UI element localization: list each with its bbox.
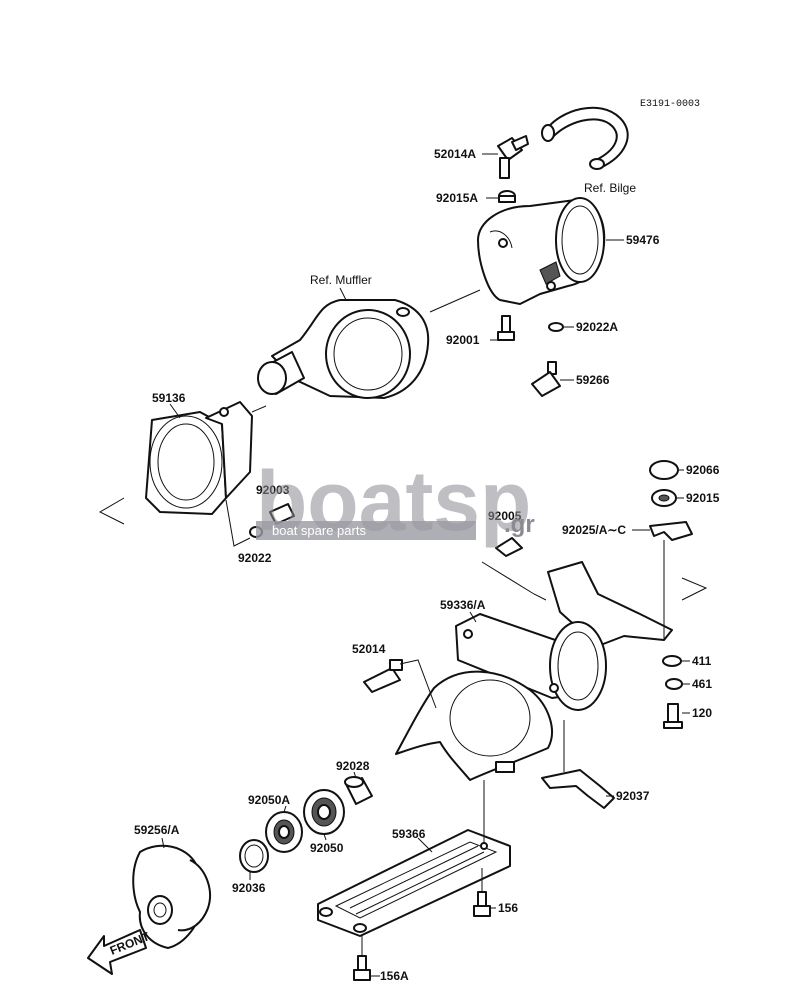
fitting-59266 [531, 361, 561, 397]
leader-52014 [399, 659, 437, 709]
label-92037: 92037 [616, 789, 650, 803]
label-59266: 59266 [576, 373, 610, 387]
label-156A: 156A [380, 969, 409, 983]
washer-411 [662, 655, 682, 667]
diagram-code: E3191-0003 [640, 99, 700, 110]
muffler [257, 299, 430, 399]
plate-59366 [317, 829, 511, 937]
direction-mark-left [98, 497, 125, 525]
bilge-hose [541, 106, 629, 170]
fitting-52014A [497, 135, 529, 179]
leader-59136 [169, 403, 181, 419]
align-line-59136 [251, 405, 267, 413]
leader-92028 [353, 771, 357, 779]
label-92025: 92025/A∼C [562, 523, 626, 537]
leader-59366 [417, 837, 433, 853]
label-92015A: 92015A [436, 191, 478, 205]
leader-92005 [481, 561, 547, 601]
shim-92025 [649, 521, 693, 541]
label-92022A: 92022A [576, 320, 618, 334]
label-92066: 92066 [686, 463, 720, 477]
pump-cover-59136 [145, 401, 253, 515]
label-52014: 52014 [352, 642, 386, 656]
label-92022: 92022 [238, 551, 272, 565]
bolt-92001 [497, 315, 515, 341]
label-92036: 92036 [232, 881, 266, 895]
label-411: 411 [692, 654, 712, 668]
bolt-156 [473, 891, 491, 917]
align-line-muffler [429, 289, 481, 313]
label-92028: 92028 [336, 759, 370, 773]
fitting-92005 [495, 537, 523, 557]
watermark-tagline: boat spare parts [272, 523, 366, 538]
ref-bilge-label: Ref. Bilge [584, 181, 636, 195]
washer-461 [665, 678, 683, 690]
washer-92022A [548, 322, 564, 332]
label-59366: 59366 [392, 827, 426, 841]
label-92050: 92050 [310, 841, 344, 855]
washer-92015A [498, 190, 516, 203]
front-arrow: FRONT [87, 929, 152, 975]
fitting-52014 [363, 659, 403, 693]
label-59336: 59336/A [440, 598, 486, 612]
label-92005: 92005 [488, 509, 522, 523]
ref-muffler-label: Ref. Muffler [310, 273, 372, 287]
leader-92050 [323, 833, 327, 841]
leader-92050A [283, 805, 287, 813]
label-92050A: 92050A [248, 793, 290, 807]
circlip-92036 [239, 839, 269, 873]
bearing-92050 [303, 789, 345, 835]
bracket-92037 [541, 769, 615, 809]
leader-92022 [225, 499, 251, 547]
bolt-92003 [269, 503, 295, 525]
direction-mark-right [681, 577, 708, 601]
label-92015: 92015 [686, 491, 720, 505]
label-59136: 59136 [152, 391, 186, 405]
grommet-92015 [651, 489, 677, 507]
impeller-59256 [132, 844, 211, 949]
label-59476: 59476 [626, 233, 660, 247]
label-52014A: 52014A [434, 147, 476, 161]
bolt-156A [353, 955, 371, 981]
bolt-120 [663, 703, 683, 729]
label-59256: 59256/A [134, 823, 180, 837]
label-461: 461 [692, 677, 712, 691]
leader-muffler [339, 287, 347, 301]
bushing-92028 [344, 776, 373, 805]
watermark: boatsp .gr boat spare parts [256, 454, 535, 548]
label-156: 156 [498, 901, 518, 915]
leader-59256 [161, 837, 165, 849]
label-92001: 92001 [446, 333, 480, 347]
housing-59476 [477, 197, 606, 305]
label-92003: 92003 [256, 483, 290, 497]
label-120: 120 [692, 706, 712, 720]
seal-92050A [265, 811, 303, 853]
nozzle-59336 [395, 561, 673, 781]
watermark-suffix: .gr [504, 511, 535, 538]
leader-59336 [469, 611, 477, 623]
cap-92066 [649, 460, 679, 480]
